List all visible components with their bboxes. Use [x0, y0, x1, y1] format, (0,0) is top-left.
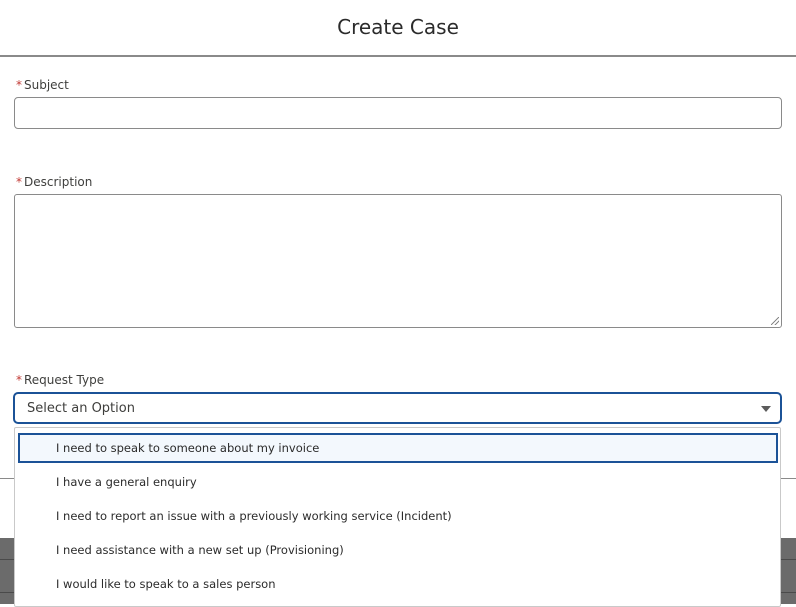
description-label: *Description [16, 175, 93, 189]
description-textarea[interactable] [14, 194, 782, 328]
chevron-down-icon[interactable] [761, 406, 771, 412]
subject-label: *Subject [16, 78, 69, 92]
required-marker: * [16, 175, 22, 189]
listbox-option[interactable]: I need to speak to someone about my invo… [18, 433, 778, 463]
modal-title: Create Case [337, 15, 459, 39]
subject-input[interactable] [14, 97, 782, 129]
listbox-option[interactable]: I would like to speak to a sales person [56, 577, 276, 591]
listbox-option[interactable]: I need assistance with a new set up (Pro… [56, 543, 344, 557]
request-type-label: *Request Type [16, 373, 105, 387]
listbox-option[interactable]: I need to report an issue with a previou… [56, 509, 452, 523]
combobox-value: Select an Option [27, 401, 135, 416]
request-type-combobox[interactable]: Select an Option [13, 392, 782, 424]
required-marker: * [16, 78, 22, 92]
modal-header: Create Case [0, 0, 796, 57]
required-marker: * [16, 373, 22, 387]
listbox-option[interactable]: I have a general enquiry [56, 475, 197, 489]
resize-handle-icon[interactable] [771, 317, 779, 325]
request-type-listbox: I need to speak to someone about my invo… [14, 427, 781, 607]
